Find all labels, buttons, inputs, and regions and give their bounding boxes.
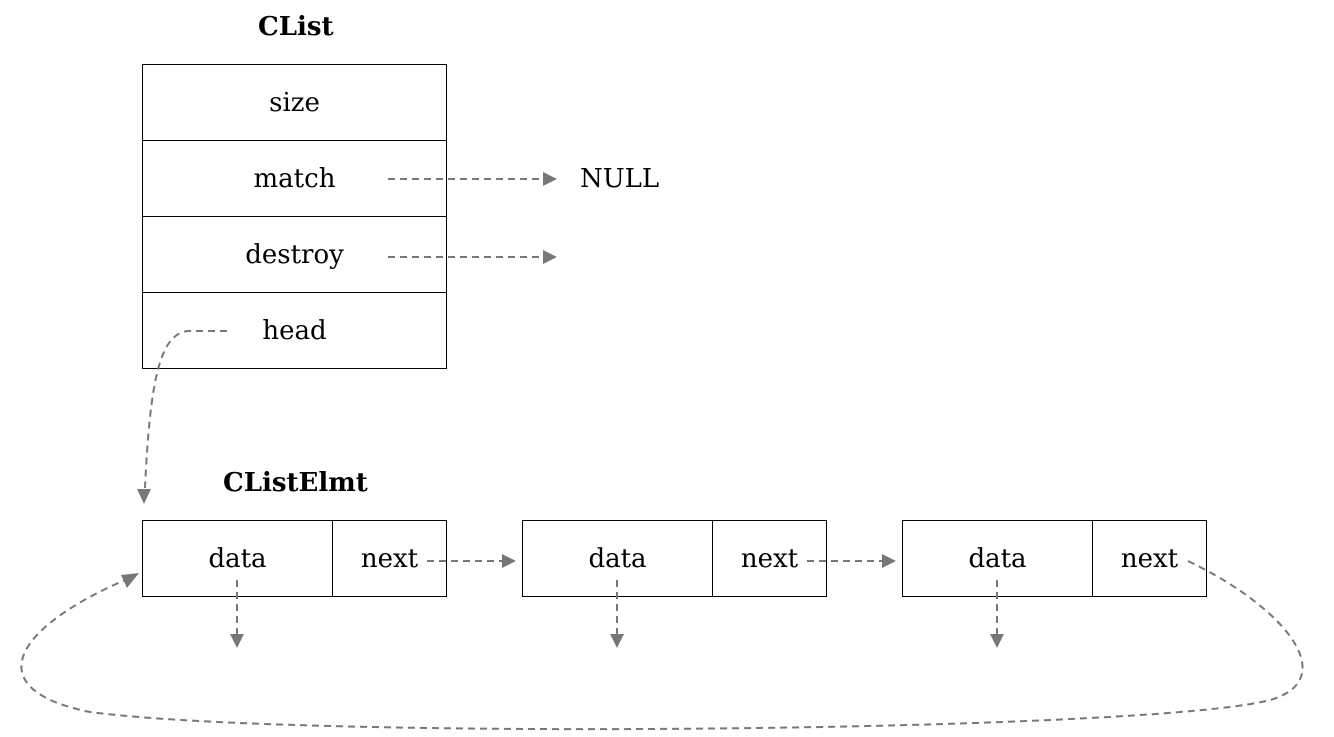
list-node-3: data next: [902, 520, 1207, 597]
node-1-data-field: data: [143, 521, 333, 596]
node-3-next-field: next: [1120, 543, 1179, 574]
node-2-data-field: data: [523, 521, 713, 596]
clist-struct: size match destroy head: [142, 64, 447, 369]
list-node-1: data next: [142, 520, 447, 597]
list-node-2: data next: [522, 520, 827, 597]
clist-title: CList: [258, 12, 334, 42]
clist-field-head: head: [262, 316, 327, 346]
node-1-next-field: next: [360, 543, 419, 574]
node-2-next-field: next: [740, 543, 799, 574]
clist-field-match: match: [143, 141, 446, 217]
clist-field-size: size: [143, 65, 446, 141]
clist-field-destroy: destroy: [143, 217, 446, 293]
node-3-data-field: data: [903, 521, 1093, 596]
clistelmt-title: CListElmt: [223, 468, 368, 498]
null-label: NULL: [580, 164, 660, 194]
